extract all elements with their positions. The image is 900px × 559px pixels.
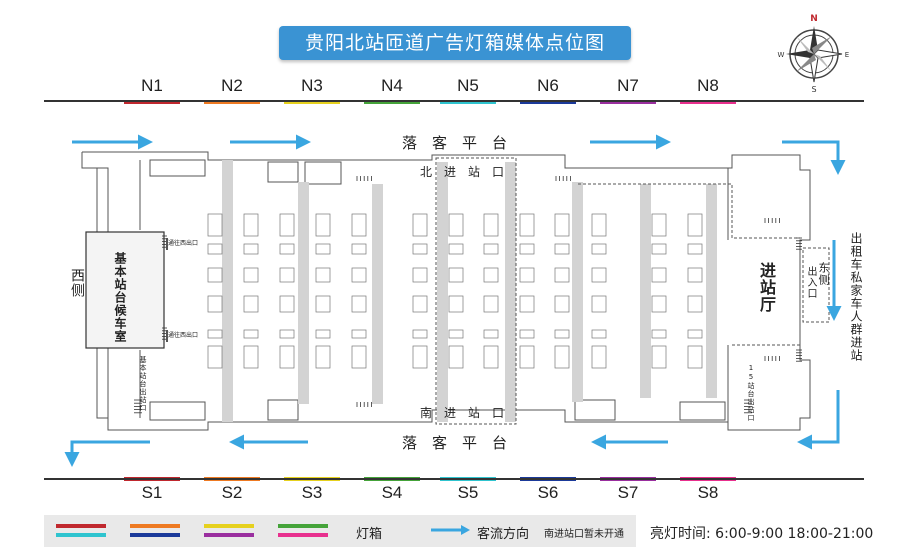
north-segment-color-bar xyxy=(284,100,340,104)
legend-lightbox-bar xyxy=(56,524,106,528)
right-caption: 出租车私家车人群进站 xyxy=(849,232,863,362)
entry-hall-label: 进站厅 xyxy=(757,262,776,313)
legend-lightbox-bar xyxy=(204,524,254,528)
south-entrance-label: 南 进 站 口 xyxy=(420,406,505,420)
south-divider-line xyxy=(44,478,864,480)
north-divider-line xyxy=(44,100,864,102)
stair-marks xyxy=(134,176,802,414)
south-segment-label: S1 xyxy=(141,483,163,502)
west-side-label: 西侧 xyxy=(69,268,85,298)
legend-flow-arrow-icon xyxy=(431,525,470,535)
dashed-zones xyxy=(435,157,830,425)
legend-south-note: 南进站口暂未开通 xyxy=(544,529,624,540)
north-segment-label: N8 xyxy=(697,76,719,95)
north-segment-label: N4 xyxy=(381,76,403,95)
north-segment-color-bar xyxy=(680,100,736,104)
legend-lightbox-bar xyxy=(56,533,106,537)
north-segment-label: N5 xyxy=(457,76,479,95)
north-segment-label: N1 xyxy=(141,76,163,95)
platform-columns xyxy=(207,213,703,369)
north-segment-label: N3 xyxy=(301,76,323,95)
compass-south-label: S xyxy=(811,85,816,94)
compass-icon: N S E W xyxy=(778,14,850,94)
north-segment-label: N2 xyxy=(221,76,243,95)
south-segment-label: S8 xyxy=(697,483,719,502)
south-segment-label: S7 xyxy=(617,483,639,502)
flow-arrow xyxy=(64,440,150,467)
waiting-room-label: 基本站台候车室 xyxy=(113,252,127,343)
basic-exit-label: 基本站台出站口 xyxy=(139,356,147,412)
north-platform-label: 落 客 平 台 xyxy=(402,134,508,152)
south-segment-label: S5 xyxy=(457,483,479,502)
passenger-flow-arrows xyxy=(64,134,846,467)
south-segment-label: S3 xyxy=(301,483,323,502)
west-exit-lower-label: 通往西出口 xyxy=(168,332,199,339)
legend: 灯箱 客流方向 南进站口暂未开通 xyxy=(44,515,636,547)
north-segment-color-bar xyxy=(600,100,656,104)
page-title: 贵阳北站匝道广告灯箱媒体点位图 xyxy=(279,26,631,60)
north-segment-color-bar xyxy=(204,100,260,104)
legend-lightbox-label: 灯箱 xyxy=(356,527,383,542)
waiting-room xyxy=(85,231,165,349)
flow-arrow xyxy=(782,140,846,175)
south-segment-label: S6 xyxy=(537,483,559,502)
entrance-exit-label: 出入口 xyxy=(805,266,816,299)
legend-lightbox-bar xyxy=(278,524,328,528)
north-segment-color-bar xyxy=(124,100,180,104)
south-segment-label: S4 xyxy=(381,483,403,502)
legend-flow-label: 客流方向 xyxy=(477,527,530,542)
legend-lightbox-bar xyxy=(204,533,254,537)
east-side-label: 东侧 xyxy=(817,262,830,286)
legend-lightbox-bar xyxy=(130,524,180,528)
north-segment-color-bar xyxy=(364,100,420,104)
lighting-hours: 亮灯时间: 6:00-9:00 18:00-21:00 xyxy=(650,526,874,542)
compass-west-label: W xyxy=(778,51,785,59)
platform15-exit-label: 15站台出站口 xyxy=(747,364,755,422)
south-segment-label: S2 xyxy=(221,483,243,502)
compass-east-label: E xyxy=(845,51,849,59)
north-segment-color-bar xyxy=(520,100,576,104)
north-segment-label: N7 xyxy=(617,76,639,95)
exit-stairs xyxy=(166,238,168,342)
platform-bars xyxy=(222,160,717,422)
south-platform-label: 落 客 平 台 xyxy=(402,434,508,452)
legend-lightbox-bar xyxy=(278,533,328,537)
north-segment-color-bar xyxy=(440,100,496,104)
north-segment-label: N6 xyxy=(537,76,559,95)
west-exit-upper-label: 通往西出口 xyxy=(168,240,199,247)
north-entrance-label: 北 进 站 口 xyxy=(420,165,505,179)
legend-lightbox-bar xyxy=(130,533,180,537)
compass-north-label: N xyxy=(810,14,818,24)
flow-arrow xyxy=(797,390,840,450)
